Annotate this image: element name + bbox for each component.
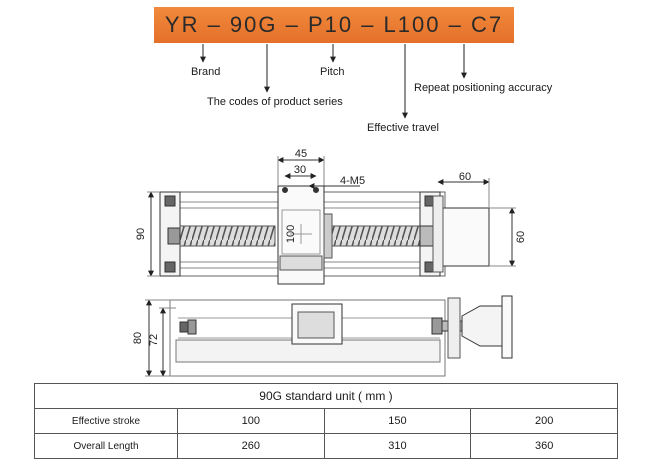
model-code-banner: YR – 90G – P10 – L100 – C7 [154,7,514,43]
stroke-100: 100 [177,408,325,434]
code-pointers [200,44,467,119]
dim-overall-height: 90 [135,228,147,240]
dim-hole-spacing: 30 [294,164,306,176]
dim-motor-width: 60 [459,171,471,183]
length-310: 310 [323,433,472,459]
table-title: 90G standard unit ( mm ) [34,383,618,409]
dim-carriage-length: 100 [285,225,297,243]
dim-side-inner: 72 [148,334,160,346]
dim-side-height: 80 [132,332,144,344]
dim-motor-height: 60 [515,231,527,243]
motor-top [440,207,490,267]
series-label: The codes of product series [207,96,343,108]
pitch-label: Pitch [320,66,345,78]
motor-side [461,305,503,347]
side-view [145,295,513,377]
side-outline [169,299,446,377]
model-code: YR – 90G – P10 – L100 – C7 [164,12,504,37]
stroke-200: 200 [470,408,618,434]
dim-thread: 4-M5 [340,175,365,187]
top-view [147,156,516,285]
stroke-150: 150 [323,408,472,434]
row-label-stroke: Effective stroke [34,408,178,434]
length-260: 260 [177,433,325,459]
ball-screw-left [179,225,276,247]
row-label-length: Overall Length [34,433,178,459]
accuracy-label: Repeat positioning accuracy [414,82,553,94]
dim-carriage-width: 45 [295,148,307,160]
brand-label: Brand [191,66,221,78]
travel-label: Effective travel [367,122,439,134]
table-row: Overall Length 260 310 360 [34,433,618,459]
ball-screw-right [329,225,421,247]
table-row: Effective stroke 100 150 200 [34,408,618,434]
length-360: 360 [470,433,618,459]
spec-table: 90G standard unit ( mm ) Effective strok… [34,383,618,459]
